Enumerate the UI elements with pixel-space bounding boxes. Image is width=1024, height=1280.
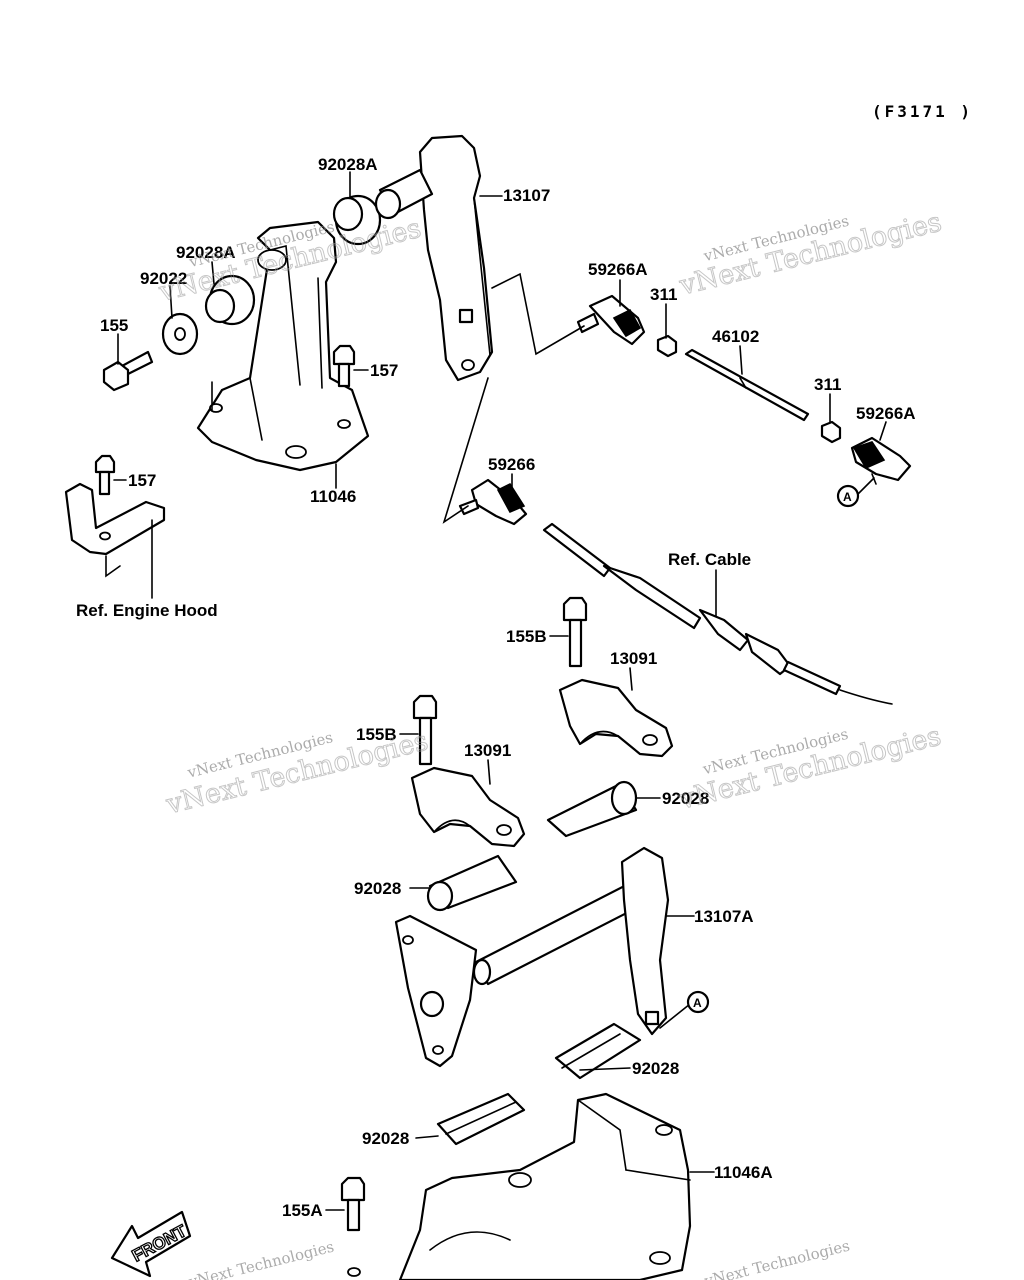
label-ref-cable: Ref. Cable (668, 550, 751, 569)
bracket-11046a (398, 1092, 692, 1280)
control-cable (542, 522, 893, 705)
label-46102: 46102 (712, 327, 759, 346)
label-155a: 155A (282, 1201, 323, 1220)
label-92028-r1: 92028 (662, 789, 709, 808)
label-155: 155 (100, 316, 128, 335)
clamp-13091-top (558, 678, 674, 758)
leader-59266a-lever (491, 272, 585, 356)
label-11046: 11046 (310, 487, 356, 506)
label-92022: 92022 (140, 269, 187, 288)
ball-joint-59266a-top (576, 294, 646, 346)
leader-lines (113, 171, 887, 1211)
label-59266: 59266 (488, 455, 535, 474)
label-157-top: 157 (370, 361, 398, 380)
svg-text:A: A (843, 490, 852, 504)
ball-joint-59266 (458, 478, 528, 526)
label-155b-bot: 155B (356, 725, 397, 744)
label-92028a-top: 92028A (318, 155, 378, 174)
washer-92022 (161, 312, 199, 356)
label-13091-bot: 13091 (464, 741, 511, 760)
bushing-92028-l2 (436, 1092, 526, 1146)
rod-46102 (684, 348, 810, 422)
svg-text:A: A (693, 996, 702, 1010)
bushing-92028a-top (332, 194, 382, 246)
leader-59266-lever (442, 377, 489, 524)
lever-13107 (374, 134, 494, 382)
bolt-155a (340, 1176, 366, 1277)
marker-a-1: A (836, 477, 875, 508)
bracket-11046 (196, 220, 370, 472)
ball-joint-59266a-bot (850, 436, 912, 485)
label-155b-top: 155B (506, 627, 547, 646)
label-92028-l1: 92028 (354, 879, 401, 898)
label-13107a: 13107A (694, 907, 754, 926)
label-92028-r2: 92028 (632, 1059, 679, 1078)
label-ref-engine-hood: Ref. Engine Hood (76, 601, 218, 620)
nut-311-top (656, 334, 842, 444)
diagram-code: (F3171 ) (872, 102, 973, 121)
label-92028-l2: 92028 (362, 1129, 409, 1148)
bushing-92028-l1 (426, 854, 518, 912)
bolt-155 (102, 350, 154, 392)
callout-labels: 92028A 13107 92028A 92022 155 157 11046 … (76, 155, 916, 1220)
shaft-assembly-13107a (394, 846, 670, 1068)
label-92028a-mid: 92028A (176, 243, 236, 262)
marker-a-2: A (659, 990, 710, 1029)
watermark-text: vNext Technologies (186, 1238, 336, 1280)
bushing-92028-r2 (554, 1022, 642, 1080)
label-13107: 13107 (503, 186, 550, 205)
watermark-text: vNext Technologies (702, 1237, 852, 1280)
label-311-bot: 311 (814, 375, 841, 394)
front-arrow: FRONT (110, 1210, 192, 1278)
label-59266a-bot: 59266A (856, 404, 916, 423)
label-157-bot: 157 (128, 471, 156, 490)
bushing-92028a-mid (204, 274, 256, 326)
label-59266a-top: 59266A (588, 260, 648, 279)
label-311-top: 311 (650, 285, 677, 304)
bushing-92028-r1 (546, 780, 638, 838)
bracket-engine-hood (64, 454, 166, 578)
label-13091-top: 13091 (610, 649, 657, 668)
clamp-13091-bot (410, 766, 526, 848)
bolt-157-top (332, 344, 356, 388)
label-11046a: 11046A (714, 1163, 773, 1182)
